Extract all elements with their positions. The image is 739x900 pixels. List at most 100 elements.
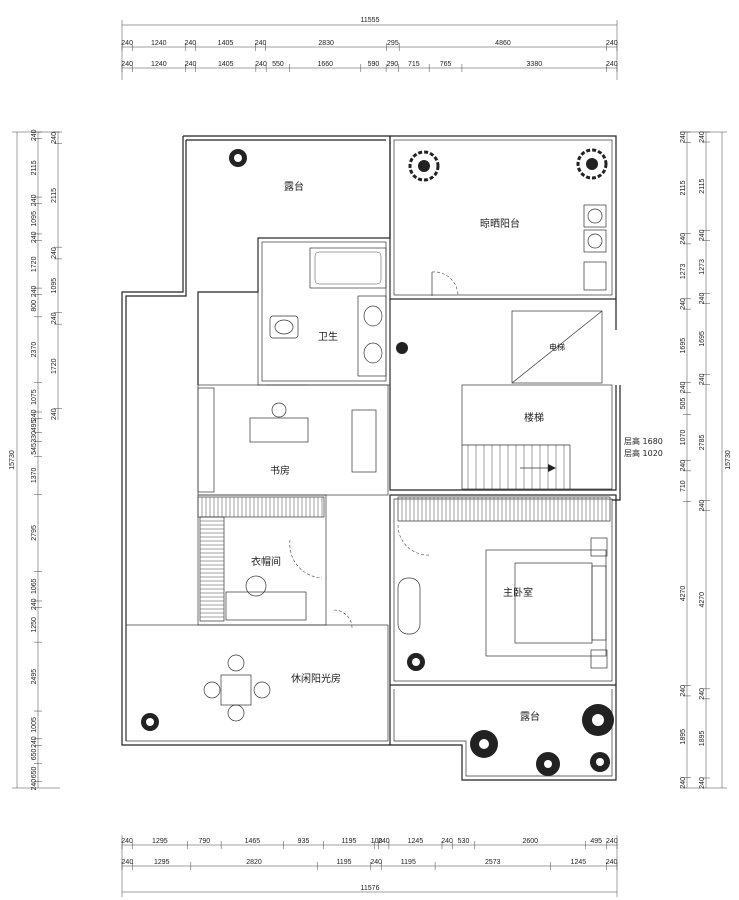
dimension-label: 240 xyxy=(378,838,390,845)
right-dimension-column-2: 2402115240127324016952402785240427024018… xyxy=(699,131,710,789)
dimension-label: 1273 xyxy=(699,259,706,275)
dimension-label: 1095 xyxy=(31,211,38,227)
wash-basin xyxy=(363,342,383,364)
plant-icon xyxy=(582,704,614,736)
dimension-label: 240 xyxy=(31,598,38,610)
freestanding-tub xyxy=(397,577,421,635)
dimension-label: 2785 xyxy=(699,435,706,451)
door-swing xyxy=(333,609,353,629)
plant-icon xyxy=(229,149,247,167)
dimension-label: 1720 xyxy=(51,358,58,374)
label-stairs: 楼梯 xyxy=(524,411,544,424)
dimension-label: 1405 xyxy=(218,40,234,47)
dimension-label: 4860 xyxy=(495,40,511,47)
door-swing xyxy=(397,524,431,556)
study-chair xyxy=(271,402,287,418)
dimension-label: 240 xyxy=(121,40,133,47)
closet-bench xyxy=(225,591,307,621)
plant-icon xyxy=(407,653,425,671)
dimension-label: 2115 xyxy=(680,180,687,195)
dimension-label: 295 xyxy=(387,40,399,47)
plant-icon xyxy=(536,752,560,776)
dimension-label: 765 xyxy=(440,61,452,68)
dimension-label: 4270 xyxy=(699,592,706,608)
dimension-label: 1070 xyxy=(680,430,687,446)
dimension-label: 330 xyxy=(31,431,38,443)
dimension-label: 240 xyxy=(51,312,58,324)
right-dimension-column-1: 2402115240127324016952405051070240710427… xyxy=(680,131,691,789)
dimension-label: 240 xyxy=(31,285,38,297)
dimension-label: 240 xyxy=(680,381,687,393)
dimension-label: 240 xyxy=(699,293,706,305)
dimension-label: 240 xyxy=(31,231,38,243)
dimension-label: 240 xyxy=(699,688,706,700)
dimension-label: 1195 xyxy=(341,838,356,845)
dimension-label: 1195 xyxy=(336,859,351,866)
bathtub xyxy=(309,247,387,289)
plant-icon xyxy=(396,342,408,354)
dimension-label: 240 xyxy=(51,247,58,259)
dining-chair xyxy=(227,704,245,722)
dimension-label: 240 xyxy=(184,40,196,47)
top-total-dimension: 11555 xyxy=(361,17,380,24)
dimension-label: 1245 xyxy=(571,859,587,866)
stair-treads xyxy=(462,444,571,489)
dimension-label: 240 xyxy=(680,460,687,472)
dimension-label: 2115 xyxy=(699,179,706,194)
dimension-label: 1895 xyxy=(699,731,706,747)
dimension-label: 240 xyxy=(699,500,706,512)
dimension-label: 240 xyxy=(680,777,687,789)
dimension-label: 240 xyxy=(606,61,618,68)
left-total-dimension: 15730 xyxy=(9,450,16,470)
dimension-label: 1405 xyxy=(218,61,234,68)
dimension-label: 1240 xyxy=(151,40,167,47)
dimension-label: 240 xyxy=(121,838,133,845)
dimension-label: 240 xyxy=(122,859,134,866)
dimension-label: 715 xyxy=(408,61,420,68)
dimension-label: 240 xyxy=(31,779,38,791)
plant-icon xyxy=(576,148,608,180)
left-dimension-column-1: 2402115240109524017202408002370107524049… xyxy=(31,129,42,791)
dimension-label: 1295 xyxy=(152,838,168,845)
double-door xyxy=(351,409,377,473)
label-sunroom: 休闲阳光房 xyxy=(291,672,341,685)
dimension-label: 240 xyxy=(31,409,38,421)
toilet xyxy=(269,315,299,339)
dimension-label: 1295 xyxy=(154,859,170,866)
dimension-label: 2370 xyxy=(31,342,38,358)
wash-basin xyxy=(363,305,383,327)
dimension-label: 240 xyxy=(370,859,382,866)
dimension-label: 240 xyxy=(51,408,58,420)
washing-machine-icon xyxy=(587,208,603,224)
dimension-label: 240 xyxy=(121,61,133,68)
dimension-label: 1695 xyxy=(699,331,706,347)
dimension-label: 1240 xyxy=(151,61,167,68)
dimension-label: 1250 xyxy=(31,617,38,633)
dimension-label: 530 xyxy=(458,838,470,845)
dimension-label: 935 xyxy=(298,838,310,845)
dimension-label: 240 xyxy=(680,298,687,310)
dimension-label: 240 xyxy=(680,233,687,245)
dimension-label: 1245 xyxy=(408,838,424,845)
dimension-label: 1065 xyxy=(31,578,38,594)
dimension-label: 650 xyxy=(31,766,38,778)
dimension-label: 800 xyxy=(31,300,38,312)
dimension-label: 240 xyxy=(680,685,687,697)
washing-machine-icon xyxy=(587,233,603,249)
wardrobe-hatching xyxy=(200,497,607,618)
room-labels: 露台 晾晒阳台 卫生 电梯 楼梯 层高 1680 层高 1020 书房 衣帽间 … xyxy=(251,180,663,723)
dimension-label: 1720 xyxy=(31,256,38,272)
dimension-label: 650 xyxy=(31,748,38,760)
stair-note-2: 层高 1020 xyxy=(624,448,663,458)
dimension-label: 240 xyxy=(51,132,58,144)
laundry-sink xyxy=(583,261,607,291)
dimension-label: 240 xyxy=(699,229,706,241)
dimension-label: 290 xyxy=(386,61,398,68)
plant-icon xyxy=(590,752,610,772)
stair-note-1: 层高 1680 xyxy=(624,436,663,446)
dimension-label: 240 xyxy=(606,838,618,845)
dimension-label: 1075 xyxy=(31,389,38,405)
